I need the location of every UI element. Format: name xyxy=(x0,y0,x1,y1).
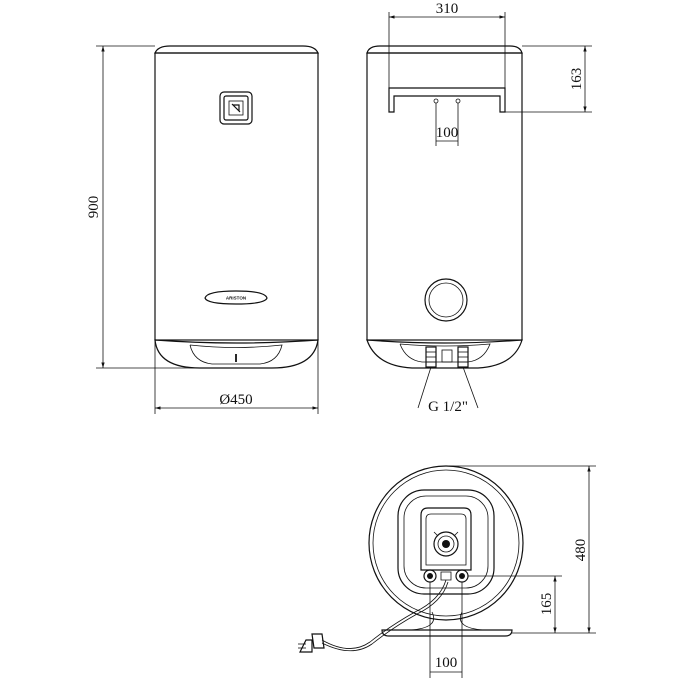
dim-height-total: 900 xyxy=(86,45,200,369)
dim-bracket-spacing: 100 xyxy=(435,103,459,146)
dim-pipe-spacing: 100 xyxy=(429,582,463,678)
front-body xyxy=(154,52,319,341)
bottom-pipe-left-icon xyxy=(423,569,437,583)
back-view: 310 163 100 G 1/2" xyxy=(366,1,592,415)
bottom-control-frame xyxy=(420,507,472,571)
dim-bottom-height: 480 xyxy=(446,465,596,634)
front-brand-badge: ARISTON xyxy=(204,290,268,305)
front-bottom-cap xyxy=(154,339,319,369)
back-bottom-cap-inner xyxy=(399,343,491,363)
back-mounting-bracket xyxy=(388,87,506,113)
dim-bracket-height-label: 163 xyxy=(569,68,585,91)
dim-diameter-label: Ø450 xyxy=(219,392,252,408)
back-flange xyxy=(424,278,468,322)
back-pipe-left xyxy=(425,346,437,368)
dim-diameter: Ø450 xyxy=(154,340,319,414)
bottom-outer-circle-inner xyxy=(372,469,520,617)
front-view: ARISTON 900 Ø450 xyxy=(86,45,319,414)
bottom-view: 480 165 100 xyxy=(298,465,596,678)
front-top-cap xyxy=(154,45,319,54)
dim-pipe-height-label: 165 xyxy=(539,593,555,616)
dim-bracket-spacing-label: 100 xyxy=(436,125,459,141)
back-bottom-cap xyxy=(366,339,523,369)
dim-pipe-height: 165 xyxy=(468,575,562,633)
power-cable-plug-icon xyxy=(298,579,449,653)
front-display-icon xyxy=(219,91,253,125)
back-center-fitting xyxy=(441,349,453,363)
back-top-cap xyxy=(366,45,523,54)
dim-pipe-thread: G 1/2" xyxy=(417,366,479,415)
back-body xyxy=(366,52,523,341)
bottom-pipe-right-icon xyxy=(455,569,469,583)
dim-bottom-height-label: 480 xyxy=(573,539,589,562)
dim-bracket-height: 163 xyxy=(505,45,592,113)
back-pipe-right xyxy=(457,346,469,368)
dim-height-total-label: 900 xyxy=(86,196,102,219)
brand-logo-text: ARISTON xyxy=(226,296,246,301)
dim-width-back: 310 xyxy=(388,1,506,88)
dim-pipe-thread-label: G 1/2" xyxy=(428,399,468,415)
front-bottom-cap-inner xyxy=(189,344,283,365)
bottom-wall-stand xyxy=(381,629,513,637)
dim-pipe-spacing-label: 100 xyxy=(435,655,458,671)
dim-width-back-label: 310 xyxy=(436,1,459,17)
bottom-cover-outer xyxy=(397,489,495,595)
thermostat-knob-icon xyxy=(433,531,459,557)
